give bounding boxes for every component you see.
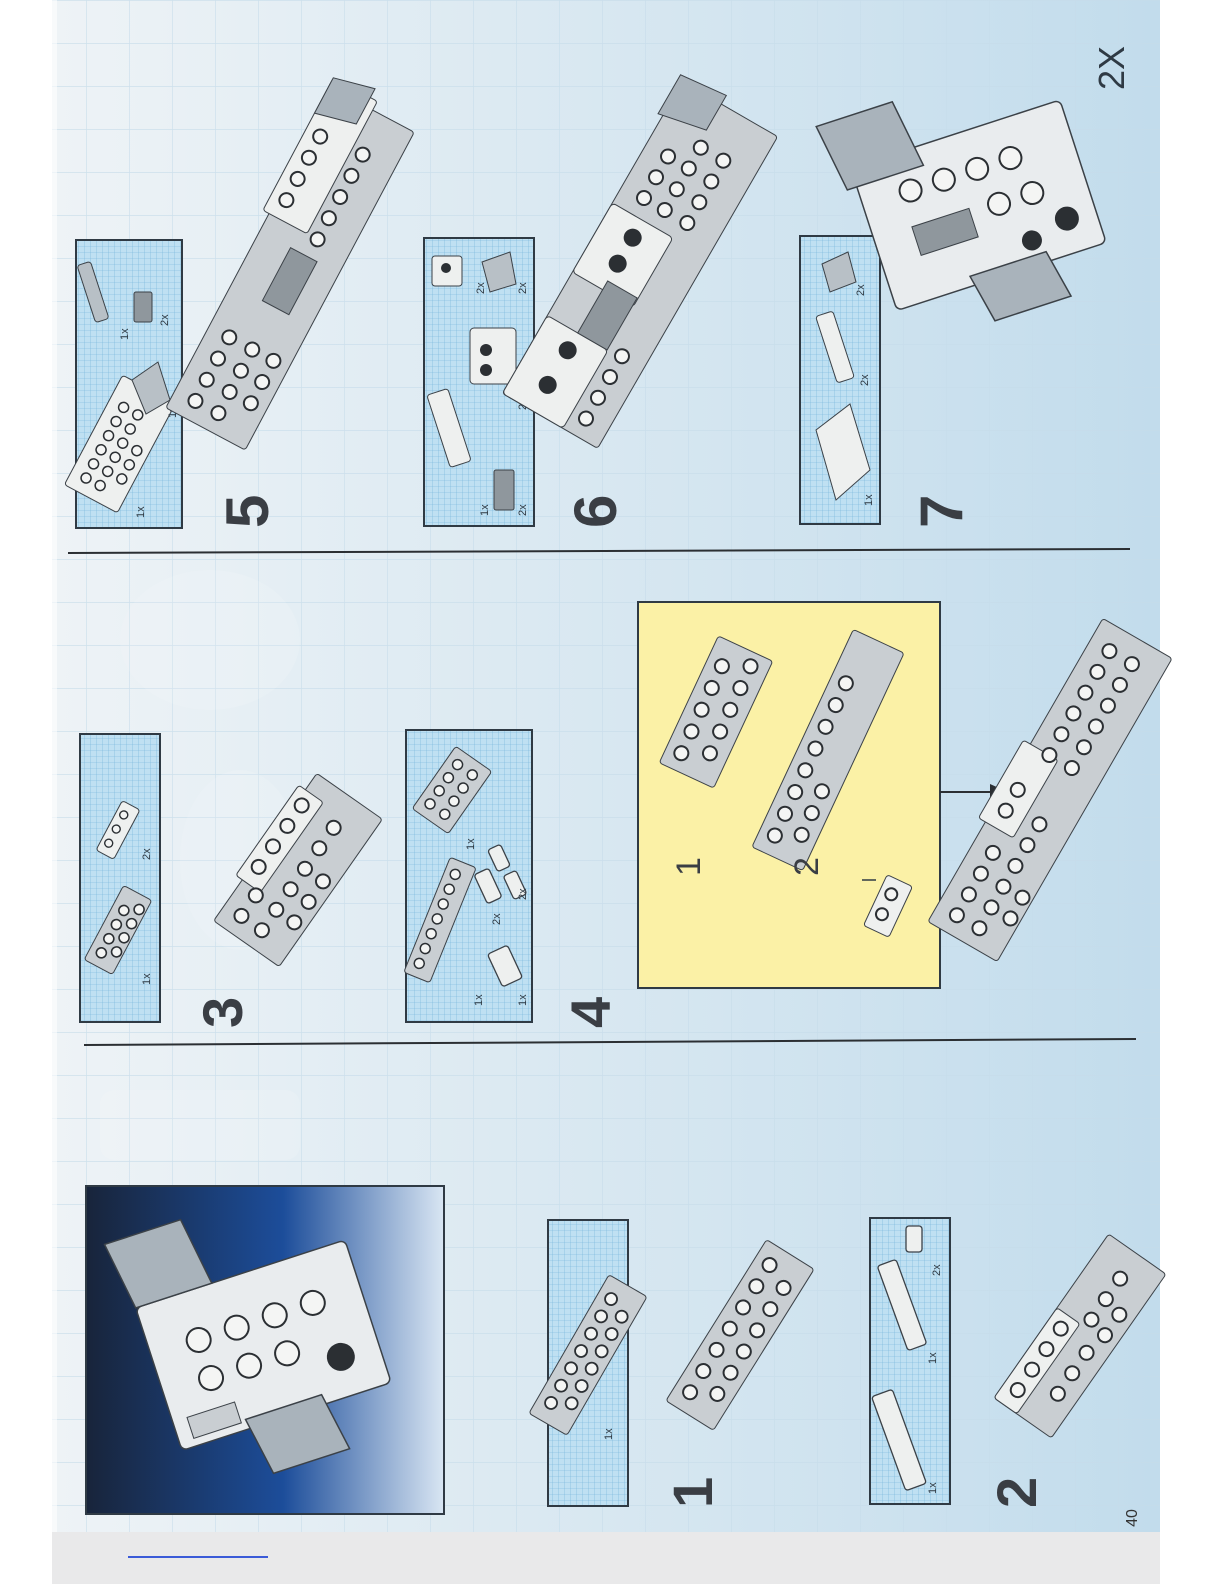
step-7-number: 7 [908,495,975,528]
step-7-parts-box: 1x 2x 2x [800,236,880,524]
sub-step-1-number: 1 [670,857,708,876]
bottom-link-underline[interactable] [128,1556,268,1558]
step-4-part-qty-b: 1x [465,838,477,850]
step-6-part-qty-e: 2x [517,282,529,294]
step-6-number: 6 [562,495,629,528]
step-6-part-qty-d: 2x [475,282,487,294]
sub-assembly-box: 1 2 [638,602,940,988]
step-4-part-qty-e: 2x [517,888,529,900]
step-5-part-qty-d: 2x [159,314,171,326]
step-2-part-qty-b: 1x [927,1352,939,1364]
step-7-part-qty-b: 2x [859,374,871,386]
step-4-parts-box: 1x 1x 1x 2x 2x [404,730,532,1022]
step-3-parts-box: 1x 2x [80,734,160,1022]
step-4-part-qty-d: 2x [491,913,503,925]
step-2-part-qty-a: 1x [927,1482,939,1494]
step-3-part-qty-b: 2x [141,848,153,860]
step-4-number: 4 [559,997,622,1028]
step-2-part-qty-c: 2x [931,1264,943,1276]
step-3-part-qty-a: 1x [141,973,153,985]
step-4-part-qty-a: 1x [473,994,485,1006]
step-5-number: 5 [214,495,281,528]
sub-step-2-number: 2 [788,857,826,876]
step-5-part-qty-a: 1x [135,506,147,518]
step-1-number: 1 [661,1477,724,1508]
step-4-part-qty-c: 1x [517,994,529,1006]
step-2-number: 2 [985,1477,1048,1508]
bottom-margin-strip [52,1532,1160,1584]
step-7-part-qty-a: 1x [863,494,875,506]
step-6-part-qty-a: 1x [479,504,491,516]
step-6-part-qty-b: 2x [517,504,529,516]
step-7-part-qty-c: 2x [855,284,867,296]
step-3-number: 3 [191,997,254,1028]
step-5-parts-box: 1x 1x 1x 2x [64,240,182,528]
step-5-part-qty-c: 1x [119,328,131,340]
build-multiplier: 2X [1091,46,1132,90]
final-model-photo [86,1173,444,1514]
step-1-part-qty: 1x [603,1428,615,1440]
step-2-parts-box: 1x 1x 2x [870,1218,950,1504]
